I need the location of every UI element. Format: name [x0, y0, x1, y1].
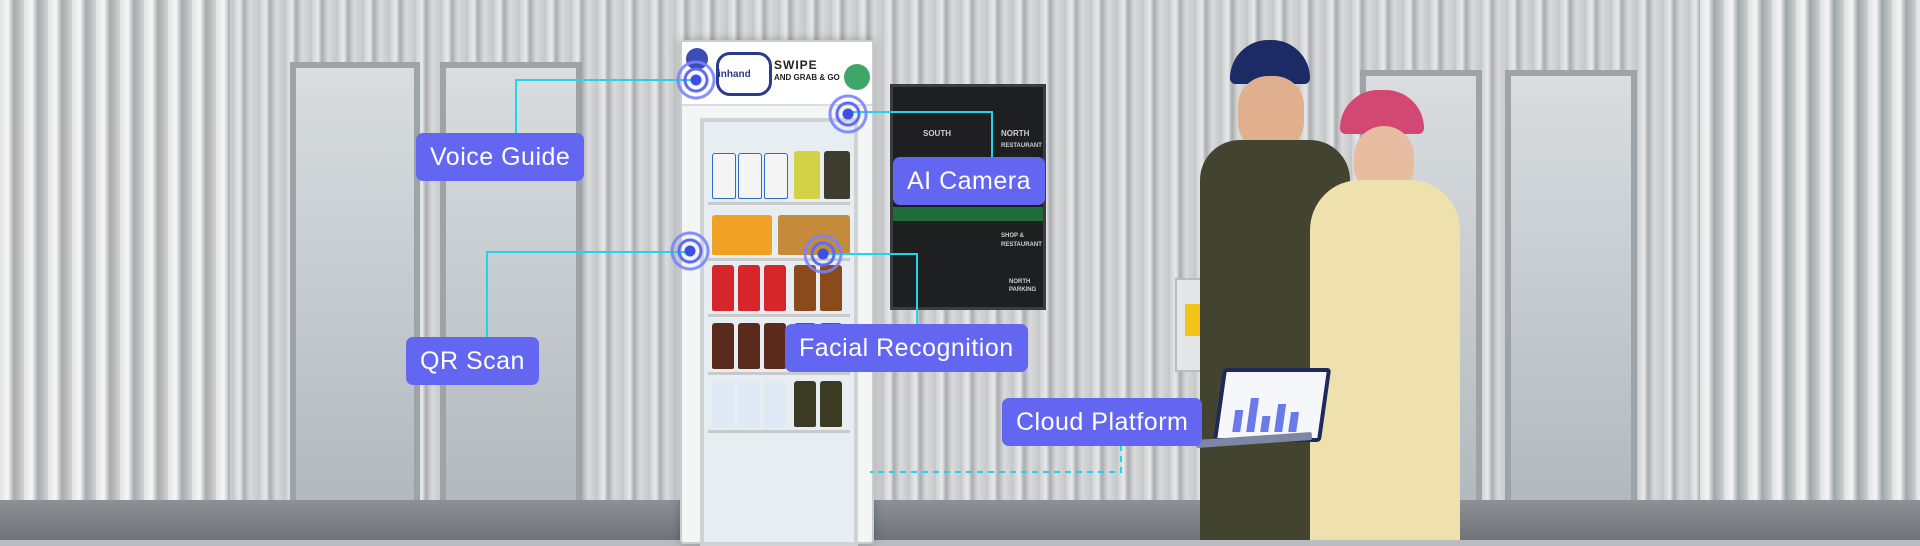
sign-south: SOUTH	[923, 129, 951, 138]
shelf	[708, 376, 850, 433]
sign-shop: SHOP &	[1001, 233, 1024, 239]
sign-parking: PARKING	[1009, 287, 1037, 293]
brand-headline: SWIPE	[774, 58, 818, 72]
voice-guide-marker-icon	[676, 60, 716, 100]
glass-door-left	[290, 62, 420, 540]
voice-guide-label: Voice Guide	[416, 133, 585, 181]
sign-green-band	[893, 207, 1043, 221]
chart-bar	[1260, 416, 1271, 432]
milk-carton	[738, 381, 760, 427]
juice-carton	[794, 151, 820, 199]
sign-parking-north: NORTH	[1009, 279, 1031, 285]
floor	[0, 500, 1920, 540]
coffee-bottle	[764, 323, 786, 369]
milk-bottle	[764, 153, 788, 199]
snack-pack	[712, 215, 772, 255]
shelf	[708, 148, 850, 205]
ai-camera-marker-icon	[828, 94, 868, 134]
brand-logo-text: inhand	[718, 69, 751, 80]
coffee-bottle	[738, 323, 760, 369]
facial-recognition-marker-icon	[803, 234, 843, 274]
decor-bubble	[844, 64, 870, 90]
milk-bottle	[712, 153, 736, 199]
chart-bar	[1274, 404, 1287, 432]
beer-bottle	[820, 381, 842, 427]
sign-north: NORTH	[1001, 129, 1030, 138]
tea-bottle	[794, 265, 816, 311]
milk-carton	[712, 381, 734, 427]
juice-carton	[824, 151, 850, 199]
soda-can	[712, 265, 734, 311]
hoodie	[1310, 180, 1460, 540]
pillar-right	[1700, 0, 1920, 540]
face	[1238, 76, 1304, 152]
chart-bar	[1246, 398, 1259, 432]
milk-bottle	[738, 153, 762, 199]
soda-can	[764, 265, 786, 311]
qr-scan-marker-icon	[670, 231, 710, 271]
chart-bar	[1288, 412, 1300, 432]
pillar-left	[0, 0, 230, 540]
laptop-dashboard	[1212, 368, 1332, 442]
coffee-bottle	[712, 323, 734, 369]
beer-bottle	[794, 381, 816, 427]
ai-camera-label: AI Camera	[893, 157, 1045, 205]
milk-carton	[764, 381, 786, 427]
soda-can	[738, 265, 760, 311]
qr-scan-label: QR Scan	[406, 337, 539, 385]
brand-subline: AND GRAB & GO	[774, 73, 840, 82]
sign-north-sub: RESTAURANT	[1001, 143, 1042, 149]
chart-bar	[1232, 410, 1244, 432]
brand-logo-icon	[716, 52, 772, 96]
cloud-platform-label: Cloud Platform	[1002, 398, 1203, 446]
sign-restaurant: RESTAURANT	[1001, 242, 1042, 248]
facial-recognition-label: Facial Recognition	[785, 324, 1028, 372]
person-woman	[1310, 90, 1470, 540]
glass-door-right-2	[1505, 70, 1637, 540]
